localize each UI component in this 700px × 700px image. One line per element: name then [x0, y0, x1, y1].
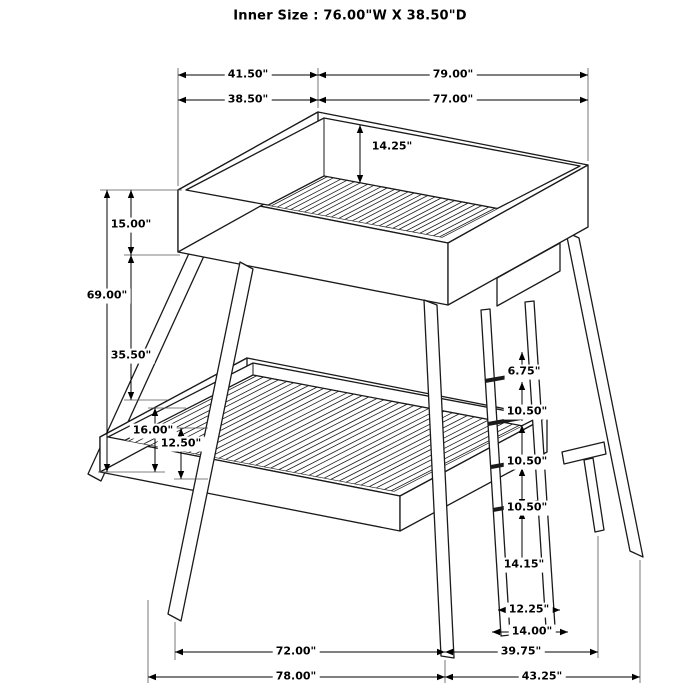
dim-bottom-outer-length: 78.00"	[272, 669, 320, 685]
extension-lines	[98, 68, 641, 683]
dim-rail-to-slat: 14.25"	[368, 139, 416, 155]
upper-bunk	[177, 111, 589, 307]
support-shelf	[561, 441, 607, 465]
dim-top-inner-width: 38.50"	[224, 92, 272, 108]
dim-ladder-rung-gap-2: 10.50"	[503, 454, 551, 470]
dim-bottom-inner-length: 72.00"	[272, 644, 320, 660]
dim-bottom-inner-depth: 39.75"	[497, 644, 545, 660]
ladder-support	[561, 441, 607, 533]
upper-bunk-right-face	[447, 164, 589, 306]
dim-bunk-gap-height: 35.50"	[107, 348, 155, 364]
dim-ladder-rung-gap-1: 10.50"	[503, 404, 551, 420]
dim-ladder-top-gap: 6.75"	[504, 364, 544, 380]
inner-size-title: Inner Size : 76.00"W X 38.50"D	[230, 8, 470, 24]
ladder-mount-plate	[496, 242, 561, 307]
dim-bottom-outer-depth: 43.25"	[518, 669, 566, 685]
front-right-leg	[423, 299, 455, 659]
dim-top-outer-width: 41.50"	[224, 67, 272, 83]
dim-upper-rail-height: 15.00"	[107, 217, 155, 233]
dim-overall-height: 69.00"	[83, 288, 131, 304]
support-leg	[583, 457, 605, 533]
dim-ladder-inner-width: 12.25"	[505, 602, 553, 618]
dim-ladder-bottom-gap: 14.15"	[500, 557, 548, 573]
dim-ladder-rung-gap-3: 10.50"	[503, 500, 551, 516]
dim-top-outer-length: 79.00"	[429, 67, 477, 83]
dim-top-inner-length: 77.00"	[429, 92, 477, 108]
back-right-leg	[565, 231, 644, 558]
dim-ladder-outer-width: 14.00"	[508, 624, 556, 640]
front-legs	[167, 261, 455, 659]
front-left-leg	[167, 261, 254, 622]
dim-lower-slat-height: 12.50"	[157, 436, 205, 452]
